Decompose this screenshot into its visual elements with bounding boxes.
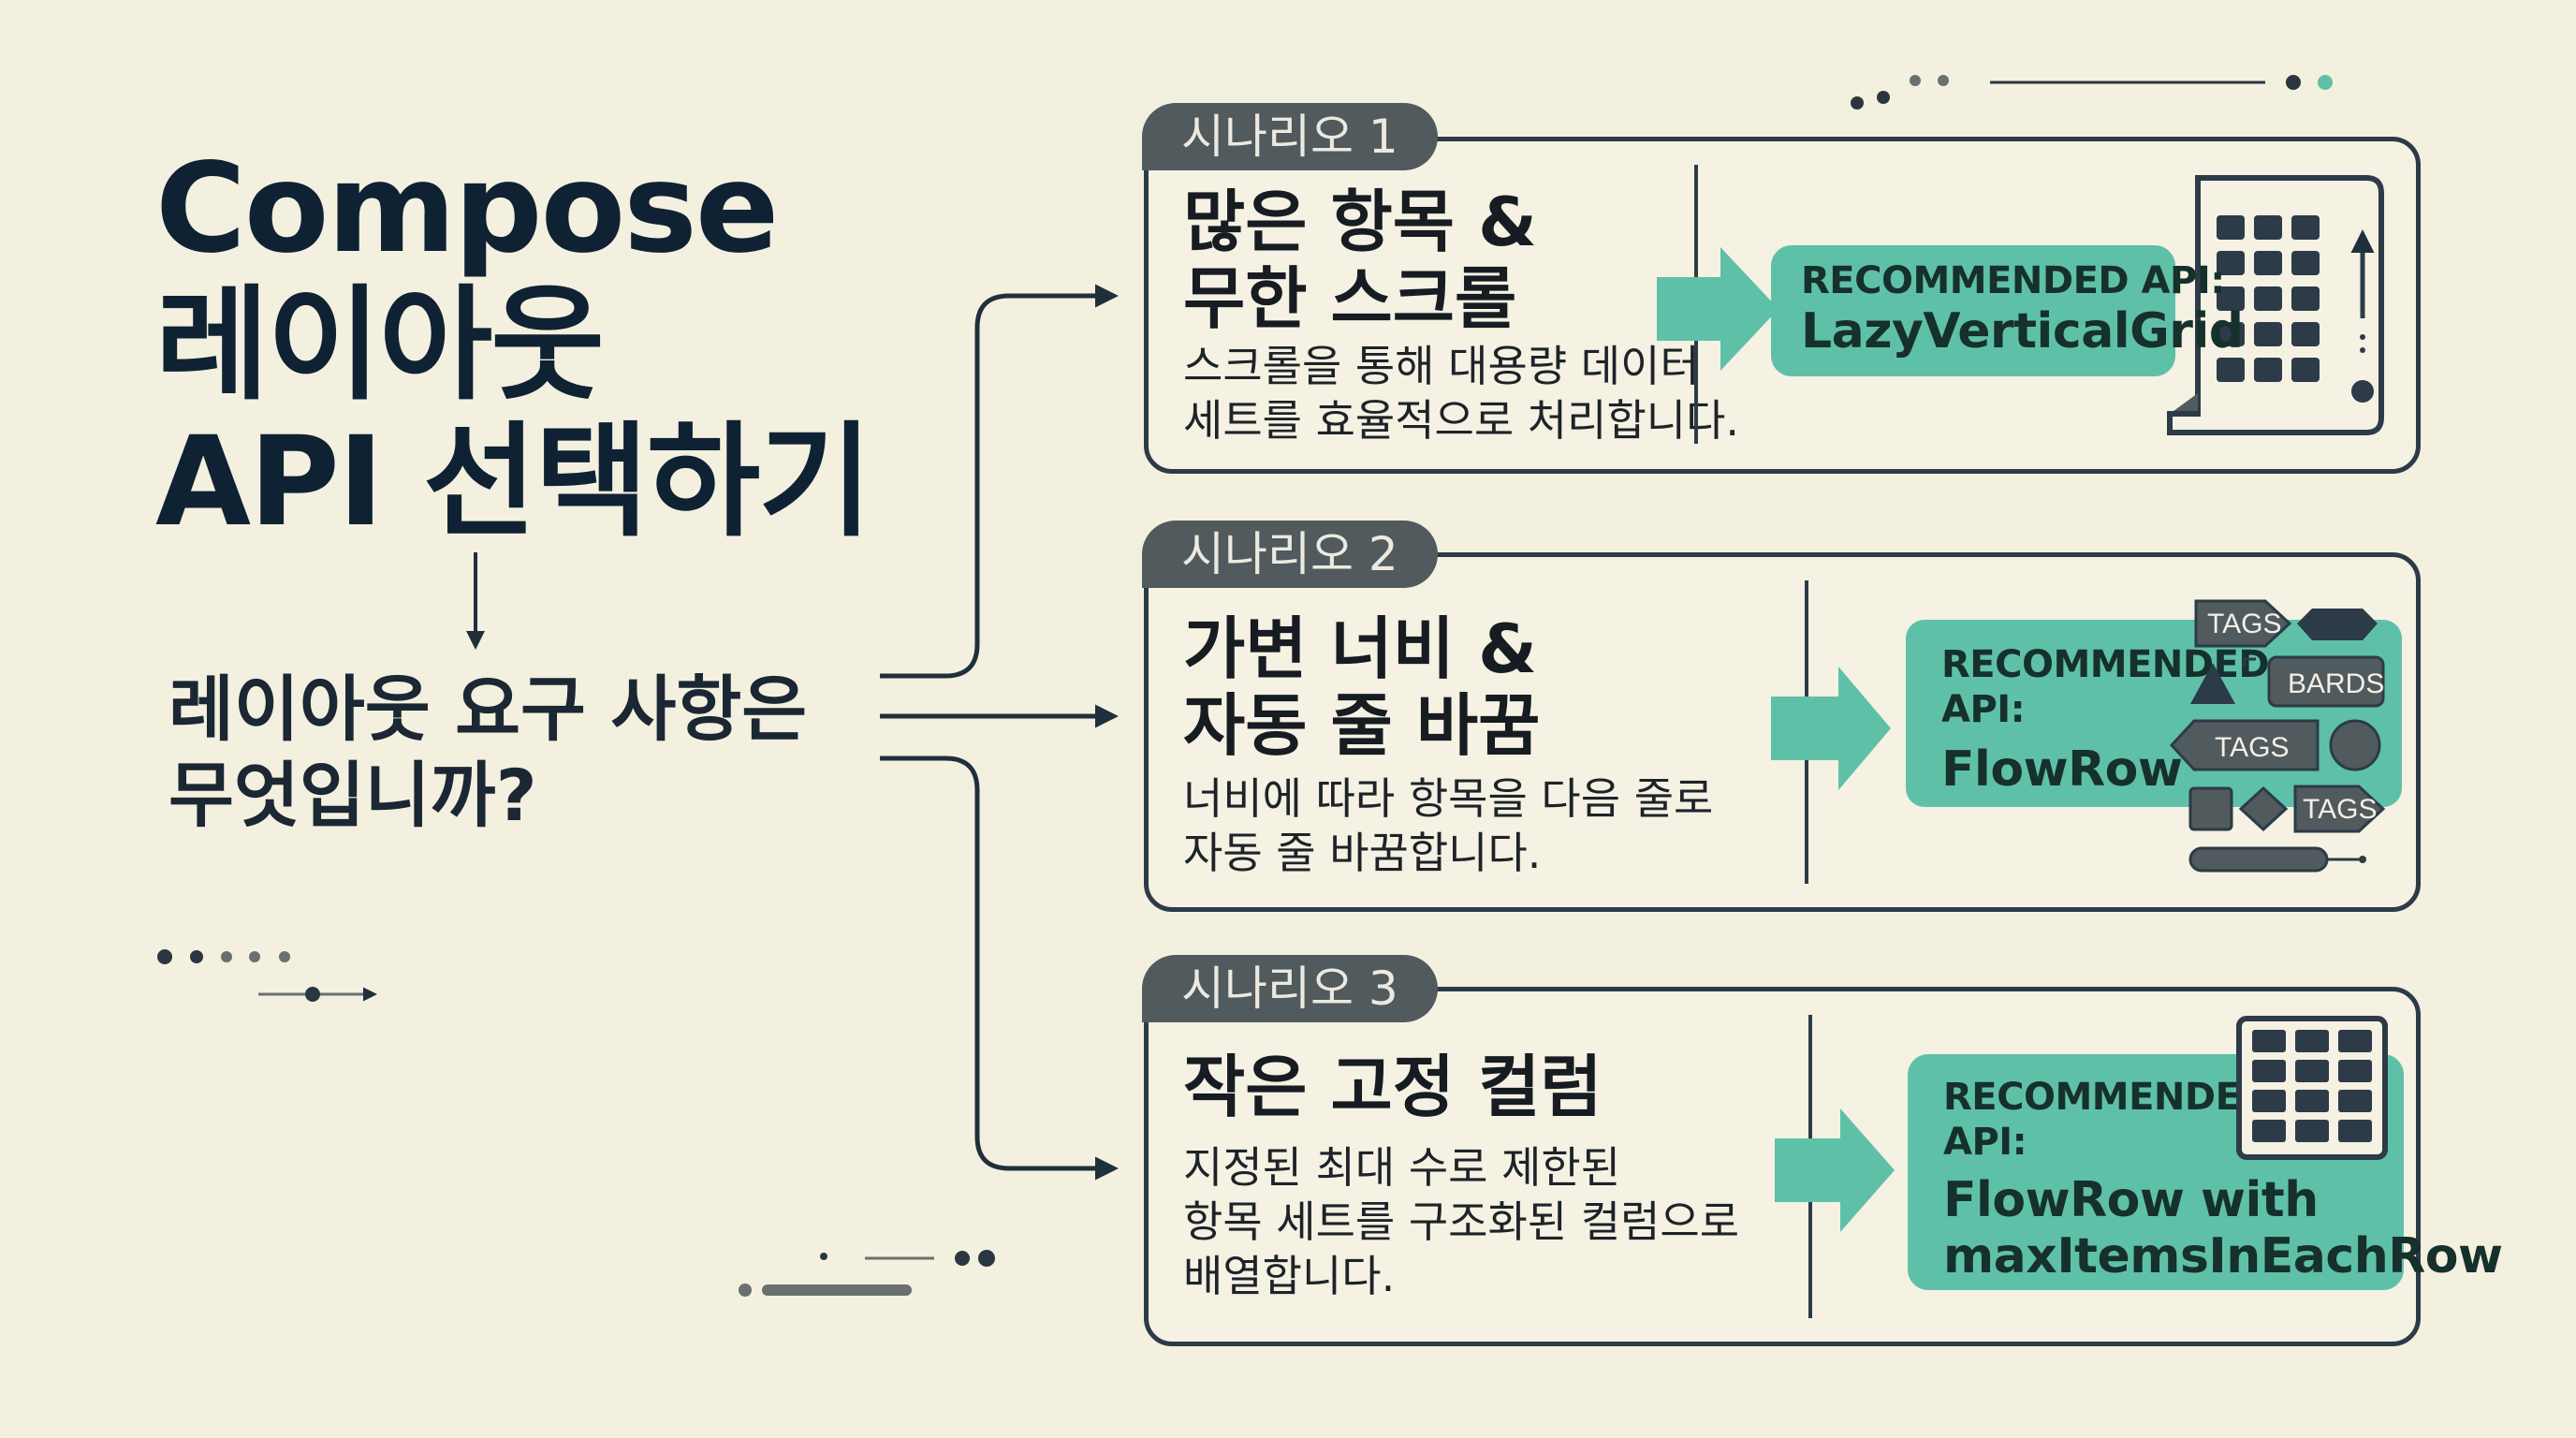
decor-dots-bottom — [739, 1250, 995, 1297]
question-line-1: 레이아웃 요구 사항은 — [168, 668, 808, 751]
tag-label-4: TAGS — [2303, 794, 2377, 825]
title-line-2: 레이아웃 — [155, 273, 605, 418]
decor-dots-top — [1851, 75, 2333, 110]
tag-label-1: TAGS — [2207, 609, 2281, 639]
connector-scenario-1 — [880, 284, 1119, 679]
scenario-2-arrow — [1771, 667, 1891, 790]
scenario-2-heading: 가변 너비 & 자동 줄 바꿈 — [1183, 609, 1541, 765]
tag-label-3: TAGS — [2215, 732, 2289, 763]
question-text: 레이아웃 요구 사항은 무엇입니까? — [168, 667, 807, 839]
decor-dots-left — [157, 949, 377, 1002]
scrolling-grid-icon — [2167, 175, 2384, 435]
tag-label-2: BARDS — [2288, 668, 2384, 699]
scenario-2-description: 너비에 따라 항목을 다음 줄로 자동 줄 바꿈합니다. — [1183, 773, 1714, 878]
scenario-3-description: 지정된 최대 수로 제한된 항목 세트를 구조화된 컬럼으로 배열합니다. — [1183, 1142, 1740, 1301]
scenario-1-api-box: RECOMMENDED API: LazyVerticalGrid — [1771, 245, 2244, 376]
title-line-3: API 선택하기 — [155, 410, 872, 554]
scenario-3-heading: 작은 고정 컬럼 — [1183, 1048, 1603, 1126]
scenario-1-arrow — [1657, 247, 1778, 371]
title-line-1: Compose — [155, 137, 779, 281]
scenario-1-description: 스크롤을 통해 대용량 데이터 세트를 효율적으로 처리합니다. — [1183, 341, 1740, 446]
page-title: Compose 레이아웃 API 선택하기 — [155, 137, 872, 554]
scenario-3-arrow — [1775, 1108, 1895, 1232]
scenario-tab-2: 시나리오 2 — [1142, 521, 1438, 588]
connector-scenario-3 — [880, 756, 1119, 1181]
scenario-tab-3: 시나리오 3 — [1142, 955, 1438, 1022]
scenario-1-heading: 많은 항목 & 무한 스크롤 — [1183, 183, 1537, 338]
question-line-2: 무엇입니까? — [168, 754, 537, 837]
scenario-tab-1: 시나리오 1 — [1142, 103, 1438, 170]
